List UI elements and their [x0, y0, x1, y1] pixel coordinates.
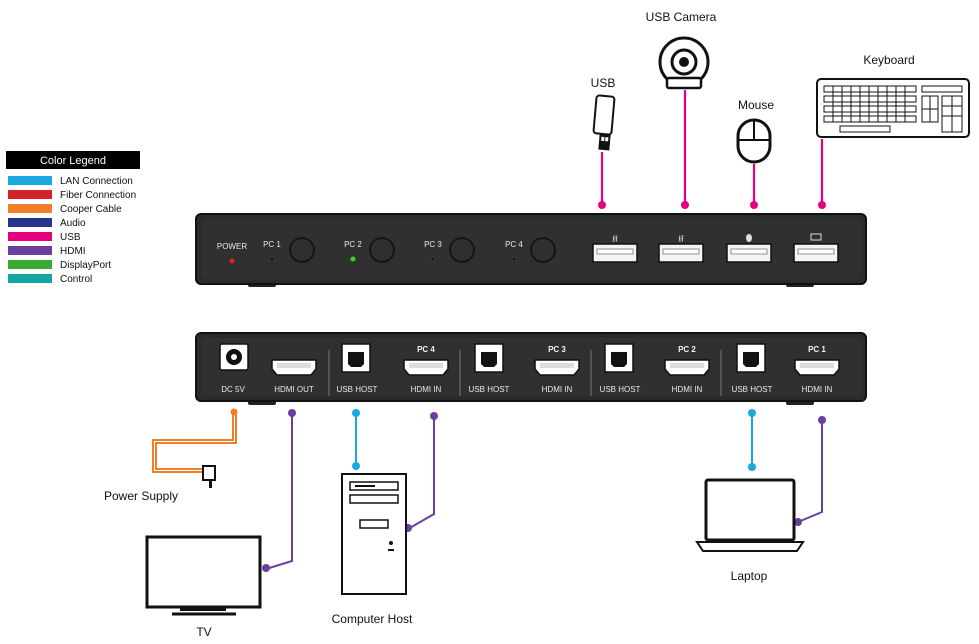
mouse-icon: Mouse [736, 98, 774, 164]
front-pc1-label: PC 1 [263, 240, 281, 249]
hdmi-out-port[interactable] [271, 359, 317, 376]
legend-label-audio: Audio [60, 218, 86, 229]
legend-title: Color Legend [40, 155, 106, 167]
front-usb-port-1[interactable]: ⭿ [592, 235, 638, 263]
color-legend: Color Legend LAN Connection Fiber Connec… [6, 151, 140, 285]
kvm-front-panel: POWER PC 1 PC 2 PC 3 PC 4 ⭿ ⭿ [195, 213, 867, 287]
legend-label-lan: LAN Connection [60, 176, 133, 187]
mouse-label: Mouse [738, 98, 774, 112]
legend-swatch-lan [8, 176, 52, 185]
legend-label-copper: Cooper Cable [60, 204, 122, 215]
usb-host-label-3: USB HOST [469, 385, 510, 394]
hdmi-in-port-2[interactable] [664, 359, 710, 376]
hdmi-out-label: HDMI OUT [274, 385, 314, 394]
front-pc3-label: PC 3 [424, 240, 442, 249]
svg-text:⭿: ⭿ [612, 235, 618, 245]
pc2-select-button[interactable] [369, 237, 395, 263]
hdmi-in-port-1[interactable] [794, 359, 840, 376]
legend-label-fiber: Fiber Connection [60, 190, 136, 201]
rear-pc3-label: PC 3 [548, 345, 566, 354]
usb-camera-label: USB Camera [646, 10, 717, 24]
svg-text:⭿: ⭿ [678, 235, 684, 245]
power-led [229, 258, 235, 264]
kvm-rear-panel: DC 5V HDMI OUT USB HOST PC 4 HDMI IN USB… [195, 332, 867, 405]
hdmi-in-label-3: HDMI IN [542, 385, 573, 394]
usb-cable-dots-top [598, 201, 826, 209]
usb-host-port-1[interactable] [736, 343, 766, 373]
legend-label-displayport: DisplayPort [60, 260, 111, 271]
power-cable [152, 412, 237, 473]
power-supply-icon: Power Supply [104, 465, 216, 503]
front-pc4-label: PC 4 [505, 240, 523, 249]
dc-label: DC 5V [221, 385, 245, 394]
legend-swatch-audio [8, 218, 52, 227]
legend-label-control: Control [60, 274, 92, 285]
power-supply-label: Power Supply [104, 489, 178, 503]
laptop-label: Laptop [731, 569, 768, 583]
legend-title-bg [6, 151, 140, 169]
computer-host-icon: Computer Host [332, 473, 413, 626]
pc2-led [350, 256, 356, 262]
hdmi-in-label-2: HDMI IN [672, 385, 703, 394]
computer-host-label: Computer Host [332, 612, 413, 626]
usb-stick-icon: USB [591, 76, 616, 151]
usb-host-port-3[interactable] [474, 343, 504, 373]
tv-icon: TV [145, 535, 262, 639]
hdmi-in-port-4[interactable] [403, 359, 449, 376]
usb-cables-top [600, 90, 824, 205]
usb-host-label-1: USB HOST [732, 385, 773, 394]
tv-label: TV [196, 625, 211, 639]
pc3-select-button[interactable] [449, 237, 475, 263]
hdmi-in-port-3[interactable] [534, 359, 580, 376]
mouse-port-icon [746, 234, 752, 242]
usb-host-label-4: USB HOST [337, 385, 378, 394]
legend-swatch-copper [8, 204, 52, 213]
power-label: POWER [217, 242, 247, 251]
legend-label-usb: USB [60, 232, 81, 243]
legend-swatch-control [8, 274, 52, 283]
dc-power-jack[interactable] [219, 343, 249, 371]
hdmi-cable-laptop [797, 420, 823, 523]
rear-pc2-label: PC 2 [678, 345, 696, 354]
legend-swatch-usb [8, 232, 52, 241]
hdmi-in-label-1: HDMI IN [802, 385, 833, 394]
front-pc2-label: PC 2 [344, 240, 362, 249]
usb-host-port-4[interactable] [341, 343, 371, 373]
front-usb-port-keyboard[interactable] [793, 233, 839, 263]
keyboard-label: Keyboard [863, 53, 914, 67]
usb-host-port-2[interactable] [604, 343, 634, 373]
laptop-icon: Laptop [695, 478, 805, 583]
pc4-select-button[interactable] [530, 237, 556, 263]
rear-pc1-label: PC 1 [808, 345, 826, 354]
usb-label: USB [591, 76, 616, 90]
legend-swatch-hdmi [8, 246, 52, 255]
hdmi-cable-tv [265, 413, 293, 570]
usb-camera-icon: USB Camera [646, 10, 717, 90]
usb-host-label-2: USB HOST [600, 385, 641, 394]
front-usb-port-mouse[interactable] [726, 234, 772, 263]
legend-swatch-fiber [8, 190, 52, 199]
keyboard-icon: Keyboard [816, 53, 970, 138]
hdmi-cable-computer [407, 416, 435, 530]
legend-swatch-displayport [8, 260, 52, 269]
pc1-select-button[interactable] [289, 237, 315, 263]
rear-pc4-label: PC 4 [417, 345, 435, 354]
hdmi-in-label-4: HDMI IN [411, 385, 442, 394]
keyboard-port-icon [810, 233, 822, 241]
front-usb-port-2[interactable]: ⭿ [658, 235, 704, 263]
legend-label-hdmi: HDMI [60, 246, 86, 257]
